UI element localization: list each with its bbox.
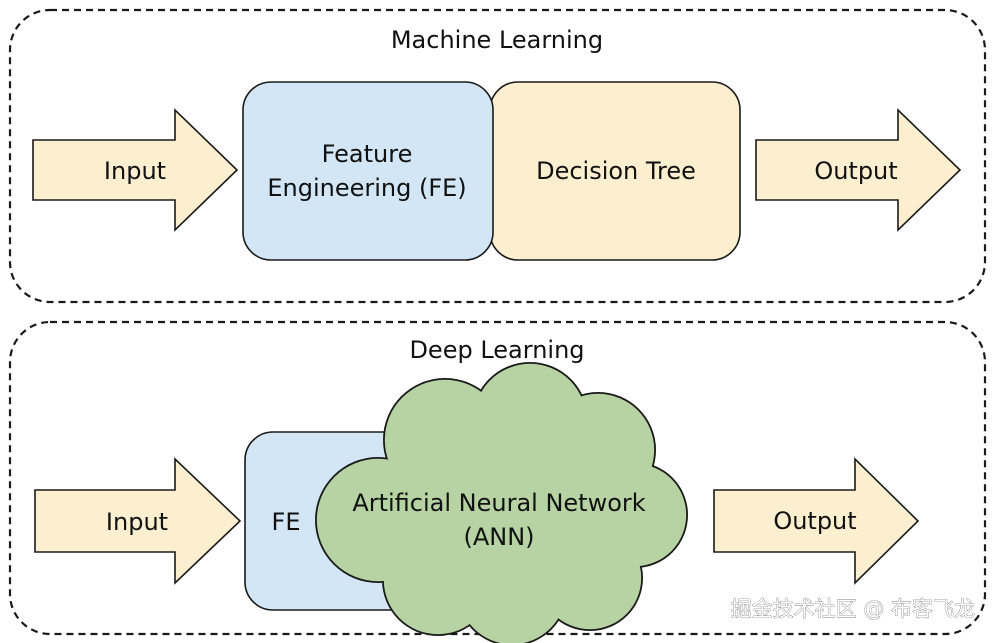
ml-decision-tree-label: Decision Tree bbox=[536, 157, 696, 185]
ml-feature-engineering-box bbox=[242, 81, 494, 261]
ml-input-arrow bbox=[32, 108, 239, 232]
ml-input-label: Input bbox=[104, 157, 166, 185]
deep-learning-panel: Deep Learning Input FE bbox=[8, 320, 987, 643]
deep-learning-title: Deep Learning bbox=[409, 336, 584, 364]
dl-input-arrow bbox=[34, 457, 242, 585]
ann-label-line1: Artificial Neural Network bbox=[352, 489, 645, 517]
machine-learning-boundary bbox=[8, 8, 987, 304]
watermark: 掘金技术社区 @ 布客飞龙 bbox=[731, 597, 975, 621]
ml-output-label: Output bbox=[814, 157, 897, 185]
machine-learning-title: Machine Learning bbox=[391, 26, 603, 54]
dl-output-label: Output bbox=[773, 507, 856, 535]
deep-learning-boundary bbox=[8, 320, 987, 636]
ann-label-line2: (ANN) bbox=[463, 523, 534, 551]
ml-fe-label-line1: Feature bbox=[322, 140, 413, 168]
dl-fe-label: FE bbox=[272, 508, 301, 536]
ml-fe-label-line2: Engineering (FE) bbox=[267, 174, 466, 202]
dl-output-arrow bbox=[713, 457, 920, 585]
ml-output-arrow bbox=[755, 108, 962, 232]
ann-cloud bbox=[315, 362, 688, 643]
machine-learning-panel: Machine Learning Input Feature Engineeri… bbox=[8, 8, 987, 304]
dl-input-label: Input bbox=[106, 508, 168, 536]
